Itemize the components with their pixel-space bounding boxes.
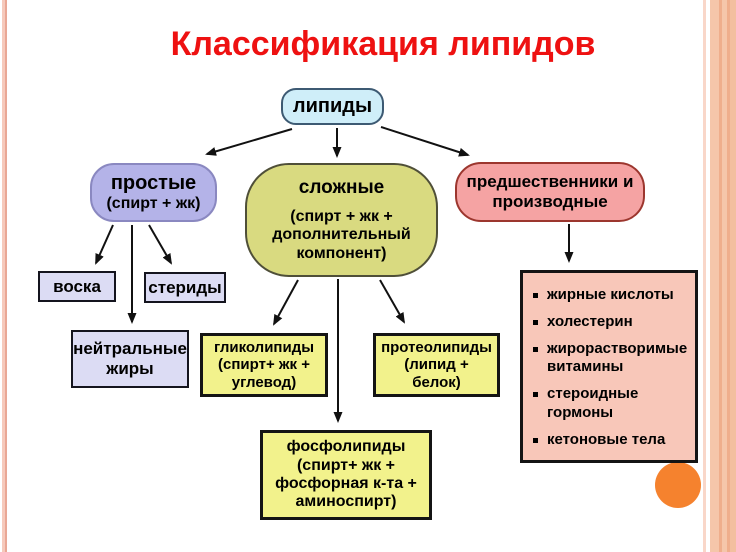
node-lipids-label: липиды [292,95,373,117]
decorative-circle [655,462,701,508]
node-simple-label: простые [110,171,197,194]
list-item: холестерин [531,313,633,332]
node-phospholipids-label: фосфолипиды [286,438,406,456]
node-phospholipids: фосфолипиды (спирт+ жк + фосфорная к-та … [260,430,432,520]
list-item: жирорастворимые витамины [531,340,691,378]
node-proteolipids: протеолипиды (липид + белок) [373,333,500,397]
list-item-label: кетоновые тела [547,430,666,448]
node-lipids: липиды [281,88,384,125]
node-precursors: предшественники и производные [455,162,645,222]
node-sterids: стериды [144,272,226,303]
node-simple-sublabel: (спирт + жк) [106,194,201,212]
node-glycolipids: гликолипиды (спирт+ жк + углевод) [200,333,328,397]
node-proteolipids-label: протеолипиды [381,339,492,357]
node-complex-sublabel: (спирт + жк + дополнительный компонент) [272,207,411,262]
right-frame-border [703,0,736,552]
left-frame-border [0,0,10,552]
list-item-label: жирные кислоты [547,286,674,303]
bullet-square-icon [533,392,538,397]
bullet-square-icon [533,437,538,443]
node-waxes-label: воска [53,276,101,296]
bullet-square-icon [533,319,538,325]
bullet-square-icon [533,346,538,352]
node-glycolipids-label: гликолипиды [213,339,315,357]
node-phospholipids-sublabel: (спирт+ жк + фосфорная к-та + аминоспирт… [275,456,417,511]
slide-title: Классификация липидов [170,25,596,63]
list-item-label: холестерин [547,312,633,330]
bullet-square-icon [533,293,538,298]
node-complex-lipids: сложные (спирт + жк + дополнительный ком… [245,163,438,277]
node-complex-label: сложные [298,176,385,198]
node-waxes: воска [38,271,116,302]
list-item-label: жирорастворимые витамины [547,339,688,376]
node-precursors-label: предшественники и производные [466,172,634,211]
list-item-label: стероидные гормоны [547,385,639,421]
list-item: стероидные гормоны [531,385,691,423]
list-item: жирные кислоты [531,286,674,305]
node-simple-lipids: простые (спирт + жк) [90,163,217,222]
node-sterids-label: стериды [148,277,222,297]
node-neutral-fats-label: нейтральные жиры [73,339,187,378]
node-glycolipids-sublabel: (спирт+ жк + углевод) [218,356,310,391]
node-neutral-fats: нейтральные жиры [71,330,189,388]
list-item: кетоновые тела [531,431,665,450]
node-proteolipids-sublabel: (липид + белок) [404,356,469,391]
precursors-list-box: жирные кислоты холестерин жирорастворимы… [520,270,698,463]
